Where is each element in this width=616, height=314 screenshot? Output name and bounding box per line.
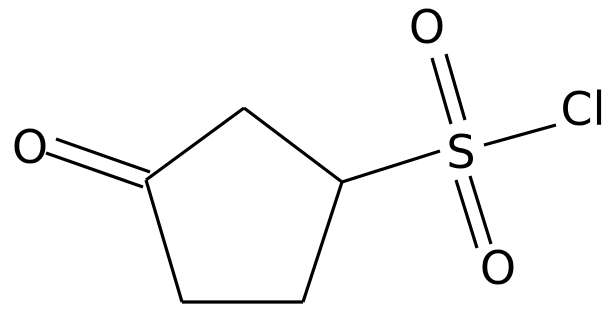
ketone-bond-line-1 <box>45 151 144 189</box>
sulfonyl-oxygen-top-label: O <box>409 0 445 54</box>
ketone-double-bond <box>45 137 151 189</box>
ring-bond-top-right <box>243 106 343 184</box>
cyclopentanone-ring <box>144 106 344 304</box>
carbon-sulfur-bond <box>341 149 441 184</box>
sulfur-chlorine-bond <box>483 123 557 147</box>
so-bottom-bond-line-2 <box>468 175 493 245</box>
sulfonyl-bottom-double-bond <box>454 175 493 249</box>
ring-bond-left <box>144 179 184 303</box>
ketone-oxygen-label: O <box>12 120 48 174</box>
chlorine-label: Cl <box>561 82 606 136</box>
sulfonyl-oxygen-bottom-label: O <box>480 241 516 295</box>
so-bottom-bond-line-1 <box>454 179 479 249</box>
sulfonyl-top-double-bond <box>430 53 467 125</box>
ring-bond-right <box>301 181 344 303</box>
ketone-bond-line-2 <box>55 137 151 174</box>
ring-bond-top-left <box>145 106 245 182</box>
sulfur-label: S <box>446 125 475 179</box>
so-top-bond-line-1 <box>430 57 453 125</box>
so-top-bond-line-2 <box>444 53 467 121</box>
